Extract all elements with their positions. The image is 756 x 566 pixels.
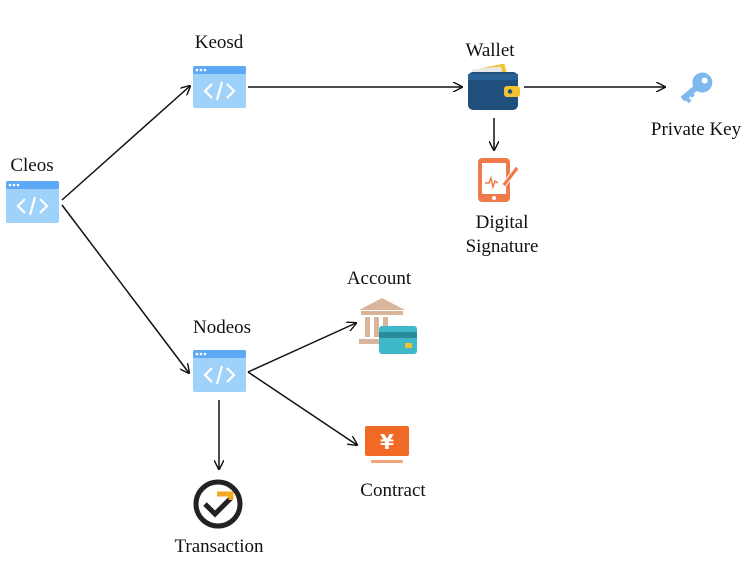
yen-monitor-icon: ¥ <box>365 426 409 463</box>
svg-text:¥: ¥ <box>380 430 394 454</box>
digital-signature-label: Digital Signature <box>466 211 539 259</box>
account-label: Account <box>346 268 412 289</box>
code-window-icon <box>193 66 246 108</box>
edge-cleos-nodeos <box>61 204 189 373</box>
contract-label: Contract <box>360 480 426 501</box>
keosd-label: Keosd <box>194 32 244 53</box>
nodeos-label: Nodeos <box>192 317 252 338</box>
cleos-label: Cleos <box>10 155 54 176</box>
wallet-icon <box>468 64 520 110</box>
digital-signature-label-line1: Digital <box>475 212 529 233</box>
private-key-label: Private Key <box>650 119 742 140</box>
wallet-label: Wallet <box>465 40 515 61</box>
code-window-icon <box>6 181 59 223</box>
digital-signature-label-line2: Signature <box>465 235 539 257</box>
transaction-logo-icon <box>193 479 243 529</box>
edge-nodeos-contract <box>247 371 357 445</box>
edge-cleos-keosd <box>61 86 190 201</box>
bank-card-icon <box>359 298 417 354</box>
key-icon <box>680 72 713 104</box>
tablet-signature-icon <box>478 158 520 202</box>
transaction-label: Transaction <box>174 536 264 557</box>
code-window-icon <box>193 350 246 392</box>
edge-nodeos-account <box>247 323 356 373</box>
